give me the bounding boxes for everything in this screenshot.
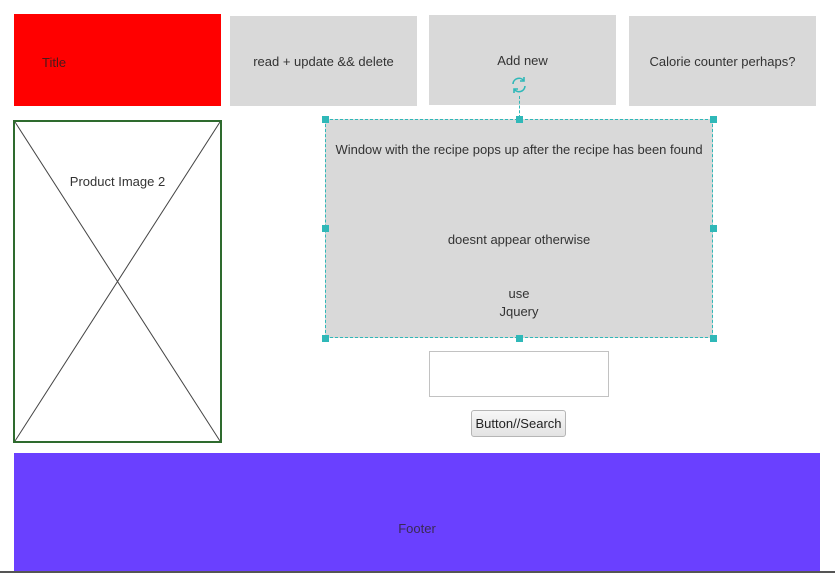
- recipe-window[interactable]: Window with the recipe pops up after the…: [322, 116, 717, 342]
- resize-handle-right[interactable]: [710, 225, 717, 232]
- resize-handle-left[interactable]: [322, 225, 329, 232]
- recipe-window-line-1: Window with the recipe pops up after the…: [335, 142, 703, 157]
- bottom-divider: [0, 571, 835, 573]
- product-image-placeholder: Product Image 2: [13, 120, 222, 443]
- resize-handle-top-left[interactable]: [322, 116, 329, 123]
- sync-icon[interactable]: [509, 75, 529, 95]
- recipe-window-line-4: Jquery: [499, 304, 539, 319]
- resize-handle-bottom[interactable]: [516, 335, 523, 342]
- resize-handle-top-right[interactable]: [710, 116, 717, 123]
- resize-handle-bottom-left[interactable]: [322, 335, 329, 342]
- nav-crud-label: read + update && delete: [253, 53, 394, 69]
- image-placeholder-icon: [15, 122, 220, 441]
- connector-line: [519, 96, 520, 118]
- recipe-window-line-3: use: [508, 286, 530, 301]
- footer: Footer: [14, 453, 820, 571]
- recipe-window-line-2: doesnt appear otherwise: [447, 232, 591, 247]
- nav-calorie-counter-label: Calorie counter perhaps?: [649, 53, 796, 69]
- nav-add-new-label: Add new: [497, 53, 548, 68]
- resize-handle-bottom-right[interactable]: [710, 335, 717, 342]
- title-block: Title: [14, 14, 221, 106]
- footer-label: Footer: [398, 520, 436, 536]
- search-button[interactable]: Button//Search: [471, 410, 566, 437]
- resize-handle-top[interactable]: [516, 116, 523, 123]
- nav-crud-box[interactable]: read + update && delete: [230, 16, 417, 106]
- product-image-label: Product Image 2: [69, 174, 166, 189]
- title-label: Title: [42, 54, 67, 70]
- nav-calorie-counter-box[interactable]: Calorie counter perhaps?: [629, 16, 816, 106]
- search-input[interactable]: [429, 351, 609, 397]
